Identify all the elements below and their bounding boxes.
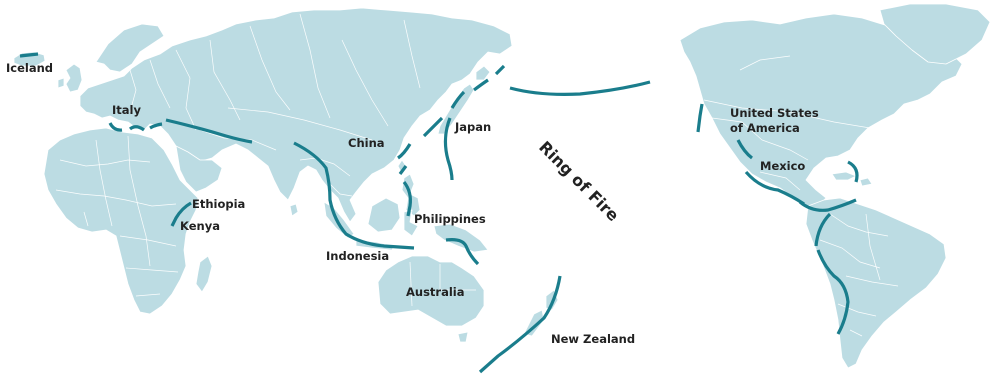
fault-andes bbox=[816, 249, 850, 335]
label-ring-of-fire: Ring of Fire bbox=[535, 137, 623, 225]
fault-north-america-west bbox=[696, 103, 704, 133]
fault-andes-north bbox=[814, 212, 832, 247]
fault-italy-2 bbox=[128, 125, 145, 132]
landmass-british-isles bbox=[57, 63, 83, 93]
fault-japan-2 bbox=[450, 90, 466, 109]
label-iceland: Iceland bbox=[6, 61, 53, 75]
label-usa-line1: United States bbox=[730, 106, 819, 120]
plate-boundaries bbox=[19, 52, 859, 374]
landmass-australia bbox=[377, 255, 485, 327]
label-ethiopia: Ethiopia bbox=[192, 197, 245, 211]
fault-sunda-arc bbox=[293, 141, 415, 250]
fault-ryukyu-1 bbox=[397, 143, 412, 160]
landmass-arabia bbox=[175, 145, 223, 193]
fault-japan-3 bbox=[473, 78, 489, 92]
label-new-zealand: New Zealand bbox=[551, 332, 635, 346]
landmass-sulawesi bbox=[403, 209, 419, 237]
landmass-new-guinea bbox=[433, 223, 489, 253]
landmass-sri-lanka bbox=[289, 203, 299, 217]
label-australia: Australia bbox=[406, 285, 465, 299]
fault-aleutian bbox=[509, 80, 651, 96]
fault-italy-3 bbox=[149, 122, 163, 130]
fault-tonga-kermadec bbox=[478, 275, 562, 374]
fault-caribbean bbox=[847, 160, 859, 183]
fault-east-african-rift bbox=[170, 201, 192, 227]
fault-iceland bbox=[19, 52, 39, 58]
fault-kuril bbox=[494, 64, 506, 76]
landmass-tasmania bbox=[457, 331, 469, 343]
country-borders bbox=[55, 13, 899, 337]
label-indonesia: Indonesia bbox=[326, 249, 389, 263]
landmass-south-america bbox=[805, 197, 947, 369]
landmass-caribbean bbox=[831, 171, 873, 187]
label-japan: Japan bbox=[454, 120, 491, 134]
landmass-scandinavia bbox=[95, 23, 165, 73]
fault-japan-1 bbox=[422, 116, 444, 138]
landmasses bbox=[13, 3, 991, 369]
fault-middle-america bbox=[744, 170, 805, 206]
label-mexico: Mexico bbox=[760, 159, 805, 173]
fault-izu-bonin bbox=[443, 117, 454, 181]
label-italy: Italy bbox=[112, 103, 141, 117]
landmass-new-zealand bbox=[523, 289, 559, 337]
landmass-borneo bbox=[367, 197, 401, 233]
fault-panama bbox=[798, 198, 857, 212]
fault-italy-1 bbox=[108, 122, 123, 132]
fault-banda-arc bbox=[445, 238, 480, 266]
label-philippines: Philippines bbox=[414, 212, 486, 226]
label-china: China bbox=[348, 136, 385, 150]
fault-cascadia bbox=[736, 139, 753, 160]
fault-ryukyu-2 bbox=[398, 165, 408, 175]
landmass-africa bbox=[43, 127, 199, 315]
label-usa-line2: of America bbox=[730, 121, 800, 135]
fault-alpide-belt bbox=[165, 118, 253, 144]
landmass-madagascar bbox=[195, 255, 213, 293]
landmass-greenland bbox=[879, 3, 991, 65]
label-kenya: Kenya bbox=[180, 219, 220, 233]
fault-philippine-trench bbox=[402, 181, 412, 217]
